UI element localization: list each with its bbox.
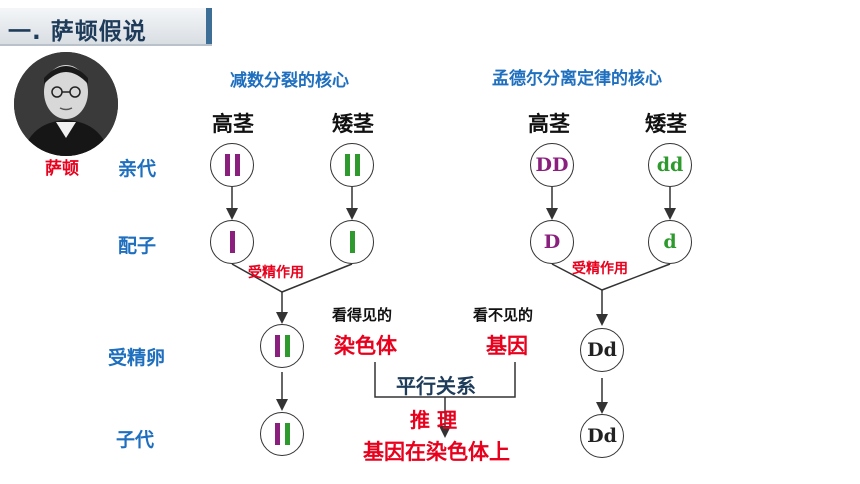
visible-term: 染色体	[334, 334, 397, 358]
portrait-caption: 萨顿	[45, 159, 79, 179]
sutton-portrait	[14, 52, 118, 156]
chromosome-bar	[275, 335, 280, 357]
chromosome-bar	[285, 335, 290, 357]
visible-label: 看得见的	[332, 306, 393, 324]
genotype-text: D	[543, 231, 561, 253]
row-label-parents: 亲代	[118, 158, 157, 180]
chromosome-bar	[225, 154, 230, 176]
row-label-offspring: 子代	[116, 429, 155, 451]
genotype-text: DD	[535, 154, 569, 176]
inference-label: 推 理	[410, 408, 457, 432]
invisible-term: 基因	[486, 334, 528, 358]
parallel-relationship-label: 平行关系	[396, 374, 476, 398]
offspring-chromosome-circle	[260, 412, 304, 456]
tall-label-right: 高茎	[528, 112, 570, 136]
tall-label-left: 高茎	[212, 112, 254, 136]
tall-gamete-chromosome-circle	[210, 220, 254, 264]
title-accent	[206, 8, 212, 44]
short-parent-chromosome-circle	[330, 143, 374, 187]
zygote-chromosome-circle	[260, 324, 304, 368]
short-gamete-chromosome-circle	[330, 220, 374, 264]
fertilization-label-right: 受精作用	[572, 261, 628, 277]
chromosome-bar	[275, 423, 280, 445]
invisible-label: 看不见的	[473, 306, 534, 324]
row-label-gametes: 配子	[118, 235, 157, 257]
chromosome-bar	[355, 154, 360, 176]
short-gamete-genotype-circle: d	[648, 220, 692, 264]
short-label-right: 矮茎	[645, 112, 687, 136]
tall-parent-genotype-circle: DD	[530, 143, 574, 187]
chromosome-bar	[230, 231, 235, 253]
chromosome-bar	[345, 154, 350, 176]
genotype-text: d	[663, 231, 677, 253]
genotype-text: dd	[656, 154, 684, 176]
page-title: 一. 萨顿假说	[8, 19, 147, 45]
offspring-genotype-circle: Dd	[580, 414, 624, 458]
chromosome-bar	[235, 154, 240, 176]
conclusion-label: 基因在染色体上	[363, 440, 510, 464]
row-label-zygote: 受精卵	[108, 347, 166, 369]
mendel-heading: 孟德尔分离定律的核心	[492, 69, 662, 89]
genotype-text: Dd	[587, 339, 617, 361]
chromosome-bar	[350, 231, 355, 253]
tall-gamete-genotype-circle: D	[530, 220, 574, 264]
short-label-left: 矮茎	[332, 112, 374, 136]
genotype-text: Dd	[587, 425, 617, 447]
chromosome-bar	[285, 423, 290, 445]
tall-parent-chromosome-circle	[210, 143, 254, 187]
zygote-genotype-circle: Dd	[580, 328, 624, 372]
title-bar	[0, 8, 212, 46]
short-parent-genotype-circle: dd	[648, 143, 692, 187]
fertilization-label-left: 受精作用	[248, 265, 304, 281]
meiosis-heading: 减数分裂的核心	[230, 71, 349, 91]
